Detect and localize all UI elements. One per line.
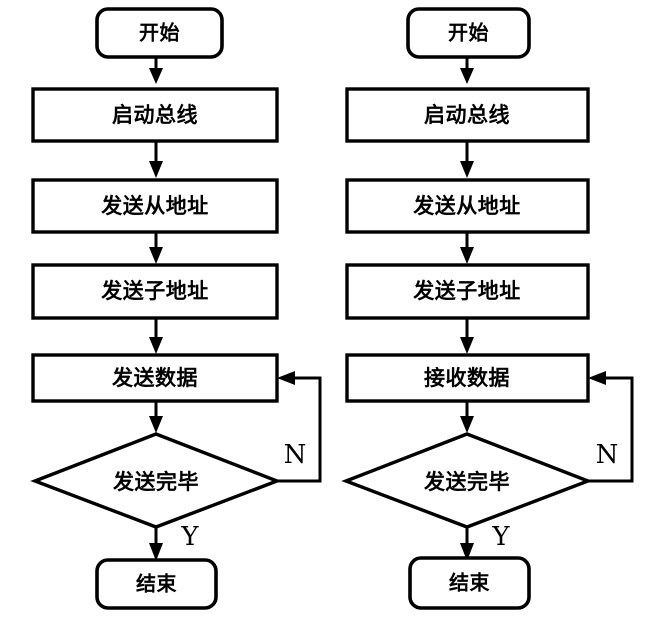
node-send-data-label: 发送数据	[111, 366, 198, 390]
node-send-decision[interactable]: 发送完毕	[30, 432, 282, 529]
edge-send-start-to-startbus	[149, 57, 163, 84]
edge-receive-label-no: N	[596, 440, 619, 470]
edge-receive-startbus-to-slaveadr	[460, 141, 474, 178]
node-send-end-shape	[95, 558, 218, 610]
edge-send-subadr-to-data	[149, 318, 163, 354]
node-receive-subadr[interactable]: 发送子地址	[345, 263, 590, 320]
node-send-startbus-shape	[31, 87, 279, 143]
edge-send-data-to-decision	[149, 401, 163, 433]
node-receive-subadr-shape	[345, 263, 590, 320]
node-send-decision-label: 发送完毕	[112, 470, 199, 494]
node-send-start-label: 开始	[139, 21, 180, 45]
node-receive-slaveadr-label: 发送从地址	[412, 194, 521, 218]
node-receive-end[interactable]: 结束	[408, 556, 531, 610]
node-send-start[interactable]: 开始	[95, 7, 224, 59]
node-receive-start-label: 开始	[448, 21, 489, 45]
node-send-startbus[interactable]: 启动总线	[31, 87, 279, 143]
chart-send-flow: 开始 启动总线 发送从地址	[30, 7, 322, 610]
node-send-end[interactable]: 结束	[95, 558, 218, 610]
node-receive-start[interactable]: 开始	[406, 7, 531, 59]
node-receive-subadr-label: 发送子地址	[412, 279, 521, 303]
node-send-start-shape	[95, 7, 224, 59]
node-send-subadr-label: 发送子地址	[100, 279, 209, 303]
edge-send-slaveadr-to-subadr	[149, 232, 163, 264]
node-receive-startbus[interactable]: 启动总线	[345, 87, 590, 143]
node-receive-end-label: 结束	[449, 571, 491, 595]
node-receive-end-shape	[408, 556, 531, 610]
edge-receive-label-yes: Y	[491, 522, 510, 552]
edge-receive-decision-yes: Y	[460, 522, 510, 561]
edge-receive-subadr-to-data	[460, 318, 474, 354]
node-receive-startbus-label: 启动总线	[424, 103, 510, 127]
node-send-subadr-shape	[31, 263, 279, 320]
node-send-subadr[interactable]: 发送子地址	[31, 263, 279, 320]
node-receive-data[interactable]: 接收数据	[345, 353, 590, 403]
node-send-slaveadr[interactable]: 发送从地址	[31, 178, 279, 234]
edge-send-label-no: N	[284, 440, 307, 470]
node-send-end-label: 结束	[136, 572, 177, 596]
node-send-slaveadr-label: 发送从地址	[100, 194, 209, 218]
edge-send-startbus-to-slaveadr	[149, 141, 163, 178]
chart-receive-flow: 开始 启动总线 发送从地址	[341, 7, 634, 610]
node-send-slaveadr-shape	[31, 178, 279, 234]
edge-receive-data-to-decision	[460, 401, 474, 433]
node-send-startbus-label: 启动总线	[112, 103, 198, 127]
node-receive-slaveadr[interactable]: 发送从地址	[345, 178, 590, 234]
edge-send-decision-no-loop: N	[277, 371, 322, 483]
edge-receive-slaveadr-to-subadr	[460, 232, 474, 264]
node-send-data[interactable]: 发送数据	[31, 353, 279, 403]
node-receive-data-label: 接收数据	[424, 366, 510, 390]
edge-send-decision-yes: Y	[149, 522, 199, 561]
edge-send-label-yes: Y	[180, 522, 199, 552]
edge-receive-start-to-startbus	[460, 57, 474, 84]
node-receive-decision-label: 发送完毕	[423, 470, 510, 494]
edge-receive-decision-no-loop: N	[588, 371, 634, 483]
node-receive-decision[interactable]: 发送完毕	[341, 432, 593, 529]
